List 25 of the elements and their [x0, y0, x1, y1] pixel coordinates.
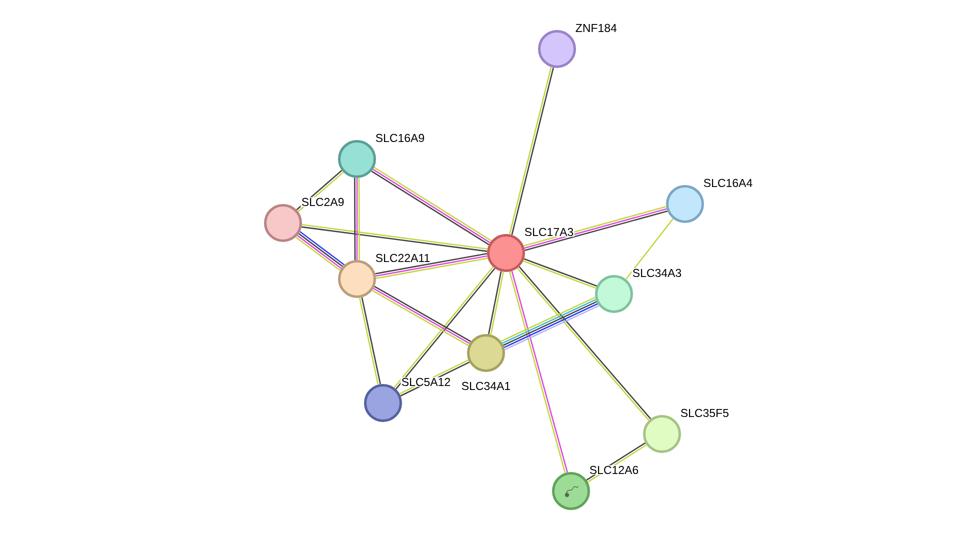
node-circle	[538, 30, 576, 68]
node-circle	[264, 204, 302, 242]
node-label: SLC16A4	[702, 178, 754, 188]
edge-line	[356, 178, 358, 260]
node-label: SLC34A3	[632, 268, 682, 278]
node-label: SLC17A3	[524, 227, 574, 237]
node-label: SLC12A6	[588, 465, 640, 475]
node-label: ZNF184	[574, 23, 618, 33]
node-circle	[595, 274, 633, 313]
node-label: SLC16A9	[374, 133, 426, 143]
node-circle	[643, 414, 681, 453]
edge-line	[625, 218, 674, 280]
node-circle	[364, 384, 402, 422]
edge-line	[358, 178, 360, 260]
node-circle	[467, 334, 505, 372]
node-circle	[338, 260, 376, 298]
node-label: SLC34A1	[460, 381, 512, 391]
node-circle	[338, 140, 376, 178]
edge-line	[354, 178, 356, 260]
node-circle	[666, 185, 704, 223]
node-label: SLC2A9	[300, 197, 345, 207]
node-label: SLC22A11	[374, 253, 431, 263]
node-label: SLC35F5	[680, 408, 730, 418]
node-circle	[487, 234, 525, 272]
node-label: SLC5A12	[400, 377, 452, 387]
